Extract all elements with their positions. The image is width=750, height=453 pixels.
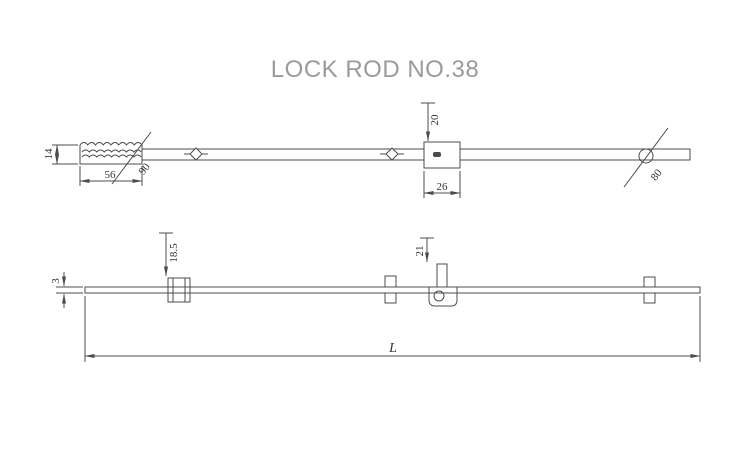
guide-block-body — [423, 141, 461, 169]
marker-diamond-1 — [184, 147, 208, 161]
dim-tab-height-group: 21 — [414, 237, 434, 263]
dim-head-height: 14 — [43, 148, 55, 160]
guide-block — [423, 141, 461, 169]
right-clip-upper — [643, 276, 656, 288]
rod-body — [141, 148, 691, 161]
right-end-hole — [638, 148, 654, 164]
top-view: 14 56 90 — [43, 102, 691, 198]
serrated-head-outline — [79, 142, 143, 165]
diamond-icon — [385, 147, 399, 161]
lock-hole — [433, 290, 445, 302]
dim-block-height-group: 20 — [421, 102, 441, 142]
dim-bar-thickness: 3 — [50, 278, 62, 284]
dim-head-height-group: 14 — [43, 144, 78, 165]
dim-clip-size: 18.5 — [168, 243, 180, 263]
diamond-icon — [189, 147, 203, 161]
lock-assembly — [428, 263, 458, 307]
serration-wave-1 — [81, 149, 142, 153]
dim-tab-height: 21 — [414, 246, 426, 257]
dim-block-height: 20 — [429, 114, 441, 126]
dim-total-length-group: L — [84, 296, 701, 362]
lock-housing — [428, 286, 458, 307]
middle-clip-upper — [384, 275, 397, 288]
middle-clip — [384, 275, 397, 304]
guide-block-slot — [433, 152, 441, 157]
dim-bar-thickness-group: 3 — [50, 272, 83, 308]
right-clip-lower — [643, 292, 656, 304]
middle-clip-lower — [384, 292, 397, 304]
dim-block-width: 26 — [437, 181, 449, 193]
dim-total-length: L — [388, 341, 397, 356]
bottom-view: 3 18.5 — [50, 232, 701, 362]
right-clip — [643, 276, 656, 304]
leader-line — [111, 131, 152, 185]
serrated-head — [79, 142, 143, 165]
flat-bar — [84, 286, 701, 294]
left-clip-outline — [167, 277, 191, 303]
dim-head-length: 56 — [105, 169, 117, 181]
dim-right-end-angle: 80 — [649, 167, 666, 183]
lock-tab — [436, 263, 448, 288]
serration-wave-2 — [81, 154, 142, 158]
leader-line — [623, 127, 669, 188]
dim-clip-size-group: 18.5 — [159, 232, 180, 277]
dim-block-width-group: 26 — [423, 171, 461, 198]
dim-head-length-group: 56 — [79, 166, 143, 186]
drawing-title: LOCK ROD NO.38 — [270, 56, 480, 83]
left-clip — [167, 277, 191, 303]
marker-diamond-2 — [380, 147, 404, 161]
